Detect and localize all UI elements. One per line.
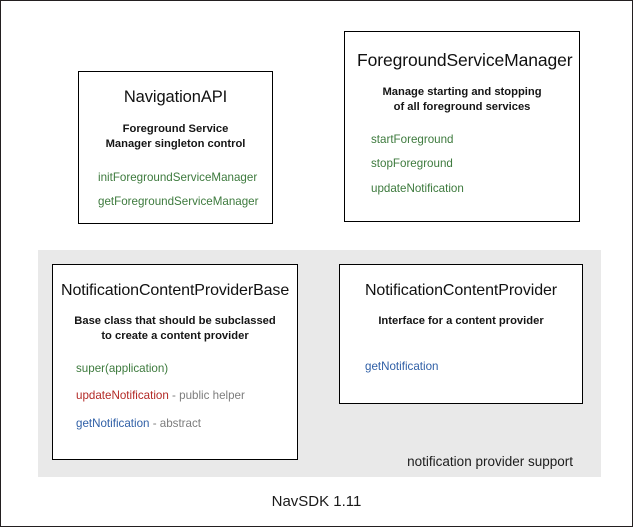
class-box-notification-content-provider-base[interactable]: NotificationContentProviderBase Base cla…: [52, 264, 298, 460]
class-box-navigation-api[interactable]: NavigationAPI Foreground Service Manager…: [78, 71, 273, 224]
method-name: stopForeground: [371, 157, 453, 171]
class-title-notification-content-provider-base: NotificationContentProviderBase: [61, 282, 290, 299]
method-name: super(application): [76, 361, 169, 375]
class-description-navigation-api: Foreground Service Manager singleton con…: [89, 122, 262, 152]
method-item[interactable]: super(application): [76, 361, 289, 375]
class-description-notification-content-provider-base: Base class that should be subclassed to …: [61, 314, 289, 344]
method-note: - public helper: [168, 389, 245, 403]
method-item[interactable]: getForegroundServiceManager: [98, 196, 262, 208]
class-title-notification-content-provider: NotificationContentProvider: [364, 282, 558, 299]
method-item[interactable]: getNotification: [365, 359, 572, 373]
class-box-foreground-service-manager[interactable]: ForegroundServiceManager Manage starting…: [344, 31, 580, 222]
class-title-navigation-api: NavigationAPI: [123, 88, 228, 106]
method-item[interactable]: startForeground: [371, 132, 567, 146]
method-item[interactable]: stopForeground: [371, 158, 567, 170]
class-description-line-1: Base class that should be subclassed: [74, 315, 276, 327]
method-item[interactable]: initForegroundServiceManager: [98, 170, 262, 184]
method-name: getNotification: [365, 359, 439, 373]
footer-version-label: NavSDK 1.11: [271, 493, 362, 510]
class-description-line-2: of all foreground services: [393, 100, 531, 113]
method-name: updateNotification: [76, 389, 169, 403]
class-description-notification-content-provider: Interface for a content provider: [350, 314, 572, 329]
class-description-line-2: Manager singleton control: [105, 137, 246, 150]
method-list-notification-content-provider: getNotification: [365, 359, 572, 373]
method-name: getNotification: [76, 416, 150, 430]
method-name: initForegroundServiceManager: [98, 170, 258, 184]
method-note: - abstract: [149, 416, 202, 430]
method-list-foreground-service-manager: startForeground stopForeground updateNot…: [371, 132, 567, 195]
class-title-foreground-service-manager: ForegroundServiceManager: [357, 50, 573, 70]
class-description-line-1: Manage starting and stopping: [382, 86, 542, 98]
group-panel-label: notification provider support: [407, 454, 573, 469]
method-item[interactable]: updateNotification - public helper: [76, 390, 289, 402]
method-name: startForeground: [371, 132, 454, 146]
method-name: getForegroundServiceManager: [98, 195, 259, 209]
class-description-line-1: Interface for a content provider: [378, 315, 544, 327]
method-list-notification-content-provider-base: super(application) updateNotification - …: [76, 361, 289, 430]
class-description-foreground-service-manager: Manage starting and stopping of all fore…: [357, 85, 567, 115]
class-description-line-2: to create a content provider: [101, 329, 249, 342]
class-box-notification-content-provider[interactable]: NotificationContentProvider Interface fo…: [339, 264, 583, 404]
class-description-line-1: Foreground Service: [122, 123, 229, 135]
method-item[interactable]: updateNotification: [371, 181, 567, 195]
method-name: updateNotification: [371, 181, 464, 195]
method-item[interactable]: getNotification - abstract: [76, 416, 289, 430]
method-list-navigation-api: initForegroundServiceManager getForegrou…: [98, 170, 262, 208]
